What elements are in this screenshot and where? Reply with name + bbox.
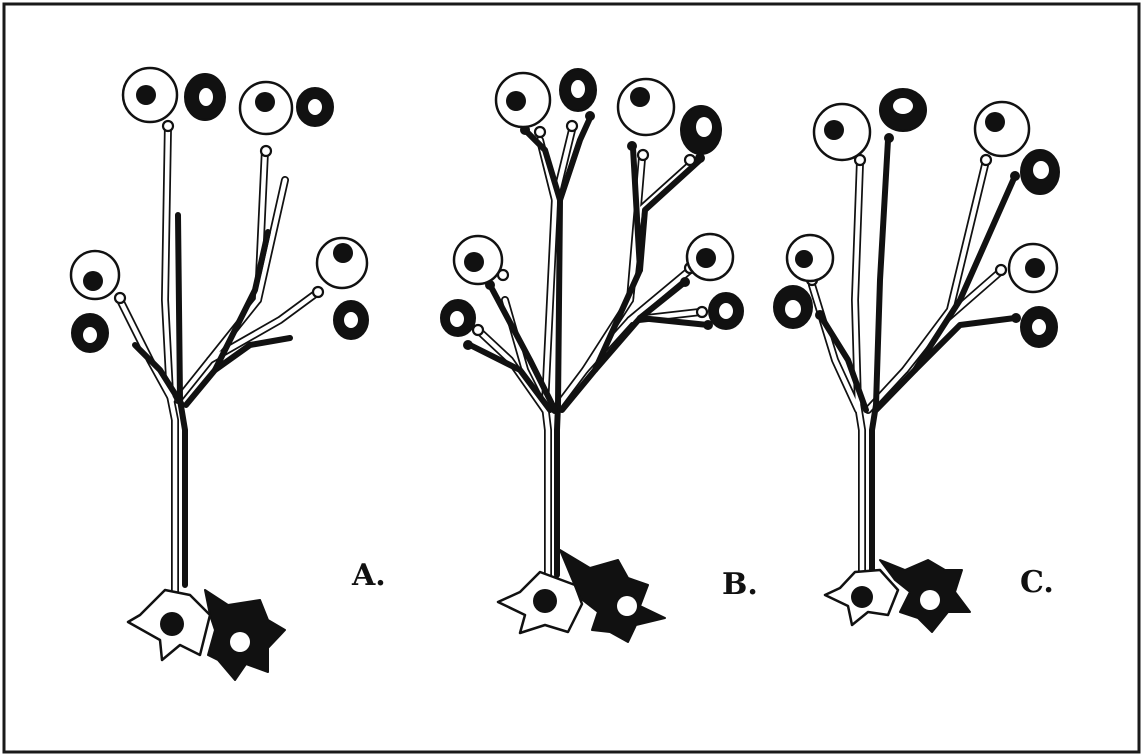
panel-c-cell-nucleus bbox=[795, 250, 813, 268]
panel-b-cell-nucleus bbox=[506, 91, 526, 111]
panel-b-cell-nucleus bbox=[696, 248, 716, 268]
panel-b-terminal bbox=[463, 340, 473, 350]
panel-c-soma-nucleus bbox=[920, 590, 940, 610]
panel-c-cell-nucleus bbox=[785, 300, 801, 318]
panel-c-soma-nucleus bbox=[851, 586, 873, 608]
panel-b-terminal bbox=[638, 150, 648, 160]
panel-a-cell-nucleus bbox=[255, 92, 275, 112]
panel-c-terminal bbox=[1010, 171, 1020, 181]
panel-b-soma-nucleus bbox=[533, 589, 557, 613]
panel-b-terminal bbox=[680, 277, 690, 287]
panel-b-cell-nucleus bbox=[450, 311, 464, 327]
panel-b-terminal bbox=[627, 141, 637, 151]
panel-b-cell-nucleus bbox=[719, 303, 733, 319]
panel-a-cell-nucleus bbox=[83, 271, 103, 291]
panel-a-cell-nucleus bbox=[83, 327, 97, 343]
panel-b-terminal bbox=[567, 121, 577, 131]
panel-a-soma-nucleus bbox=[160, 612, 184, 636]
panel-b-soma-nucleus bbox=[617, 596, 637, 616]
panel-b-label: B. bbox=[722, 567, 758, 602]
panel-c-terminal bbox=[981, 155, 991, 165]
panel-c-cell-nucleus bbox=[824, 120, 844, 140]
panel-c-label: C. bbox=[1020, 565, 1054, 600]
panel-a-cell-nucleus bbox=[136, 85, 156, 105]
panel-c-terminal bbox=[884, 133, 894, 143]
panel-b-terminal bbox=[585, 111, 595, 121]
panel-b-cell-nucleus bbox=[464, 252, 484, 272]
panel-c-cell-nucleus bbox=[893, 98, 913, 114]
panel-c-terminal bbox=[996, 265, 1006, 275]
panel-a-terminal bbox=[261, 146, 271, 156]
panel-c-cell-nucleus bbox=[1032, 319, 1046, 335]
panel-c-terminal bbox=[1011, 313, 1021, 323]
panel-a-cell-nucleus bbox=[333, 243, 353, 263]
panel-b-terminal bbox=[473, 325, 483, 335]
panel-b-cell-nucleus bbox=[696, 117, 712, 137]
panel-a-cell-nucleus bbox=[344, 312, 358, 328]
panel-b-terminal bbox=[685, 155, 695, 165]
panel-b-terminal bbox=[535, 127, 545, 137]
panel-b-light-target-cell bbox=[618, 79, 674, 135]
panel-c-terminal bbox=[815, 310, 825, 320]
panel-a-terminal bbox=[115, 293, 125, 303]
panel-a-cell-nucleus bbox=[308, 99, 322, 115]
panel-b-cell-nucleus bbox=[630, 87, 650, 107]
panel-a-terminal bbox=[313, 287, 323, 297]
panel-c-cell-nucleus bbox=[1033, 161, 1049, 179]
panel-a-terminal bbox=[163, 121, 173, 131]
panel-c-cell-nucleus bbox=[985, 112, 1005, 132]
panel-a-cell-nucleus bbox=[199, 88, 213, 106]
panel-a-soma-nucleus bbox=[230, 632, 250, 652]
panel-b-cell-nucleus bbox=[571, 80, 585, 98]
panel-b-terminal bbox=[697, 307, 707, 317]
panel-c-cell-nucleus bbox=[1025, 258, 1045, 278]
panel-a-label: A. bbox=[351, 558, 386, 593]
